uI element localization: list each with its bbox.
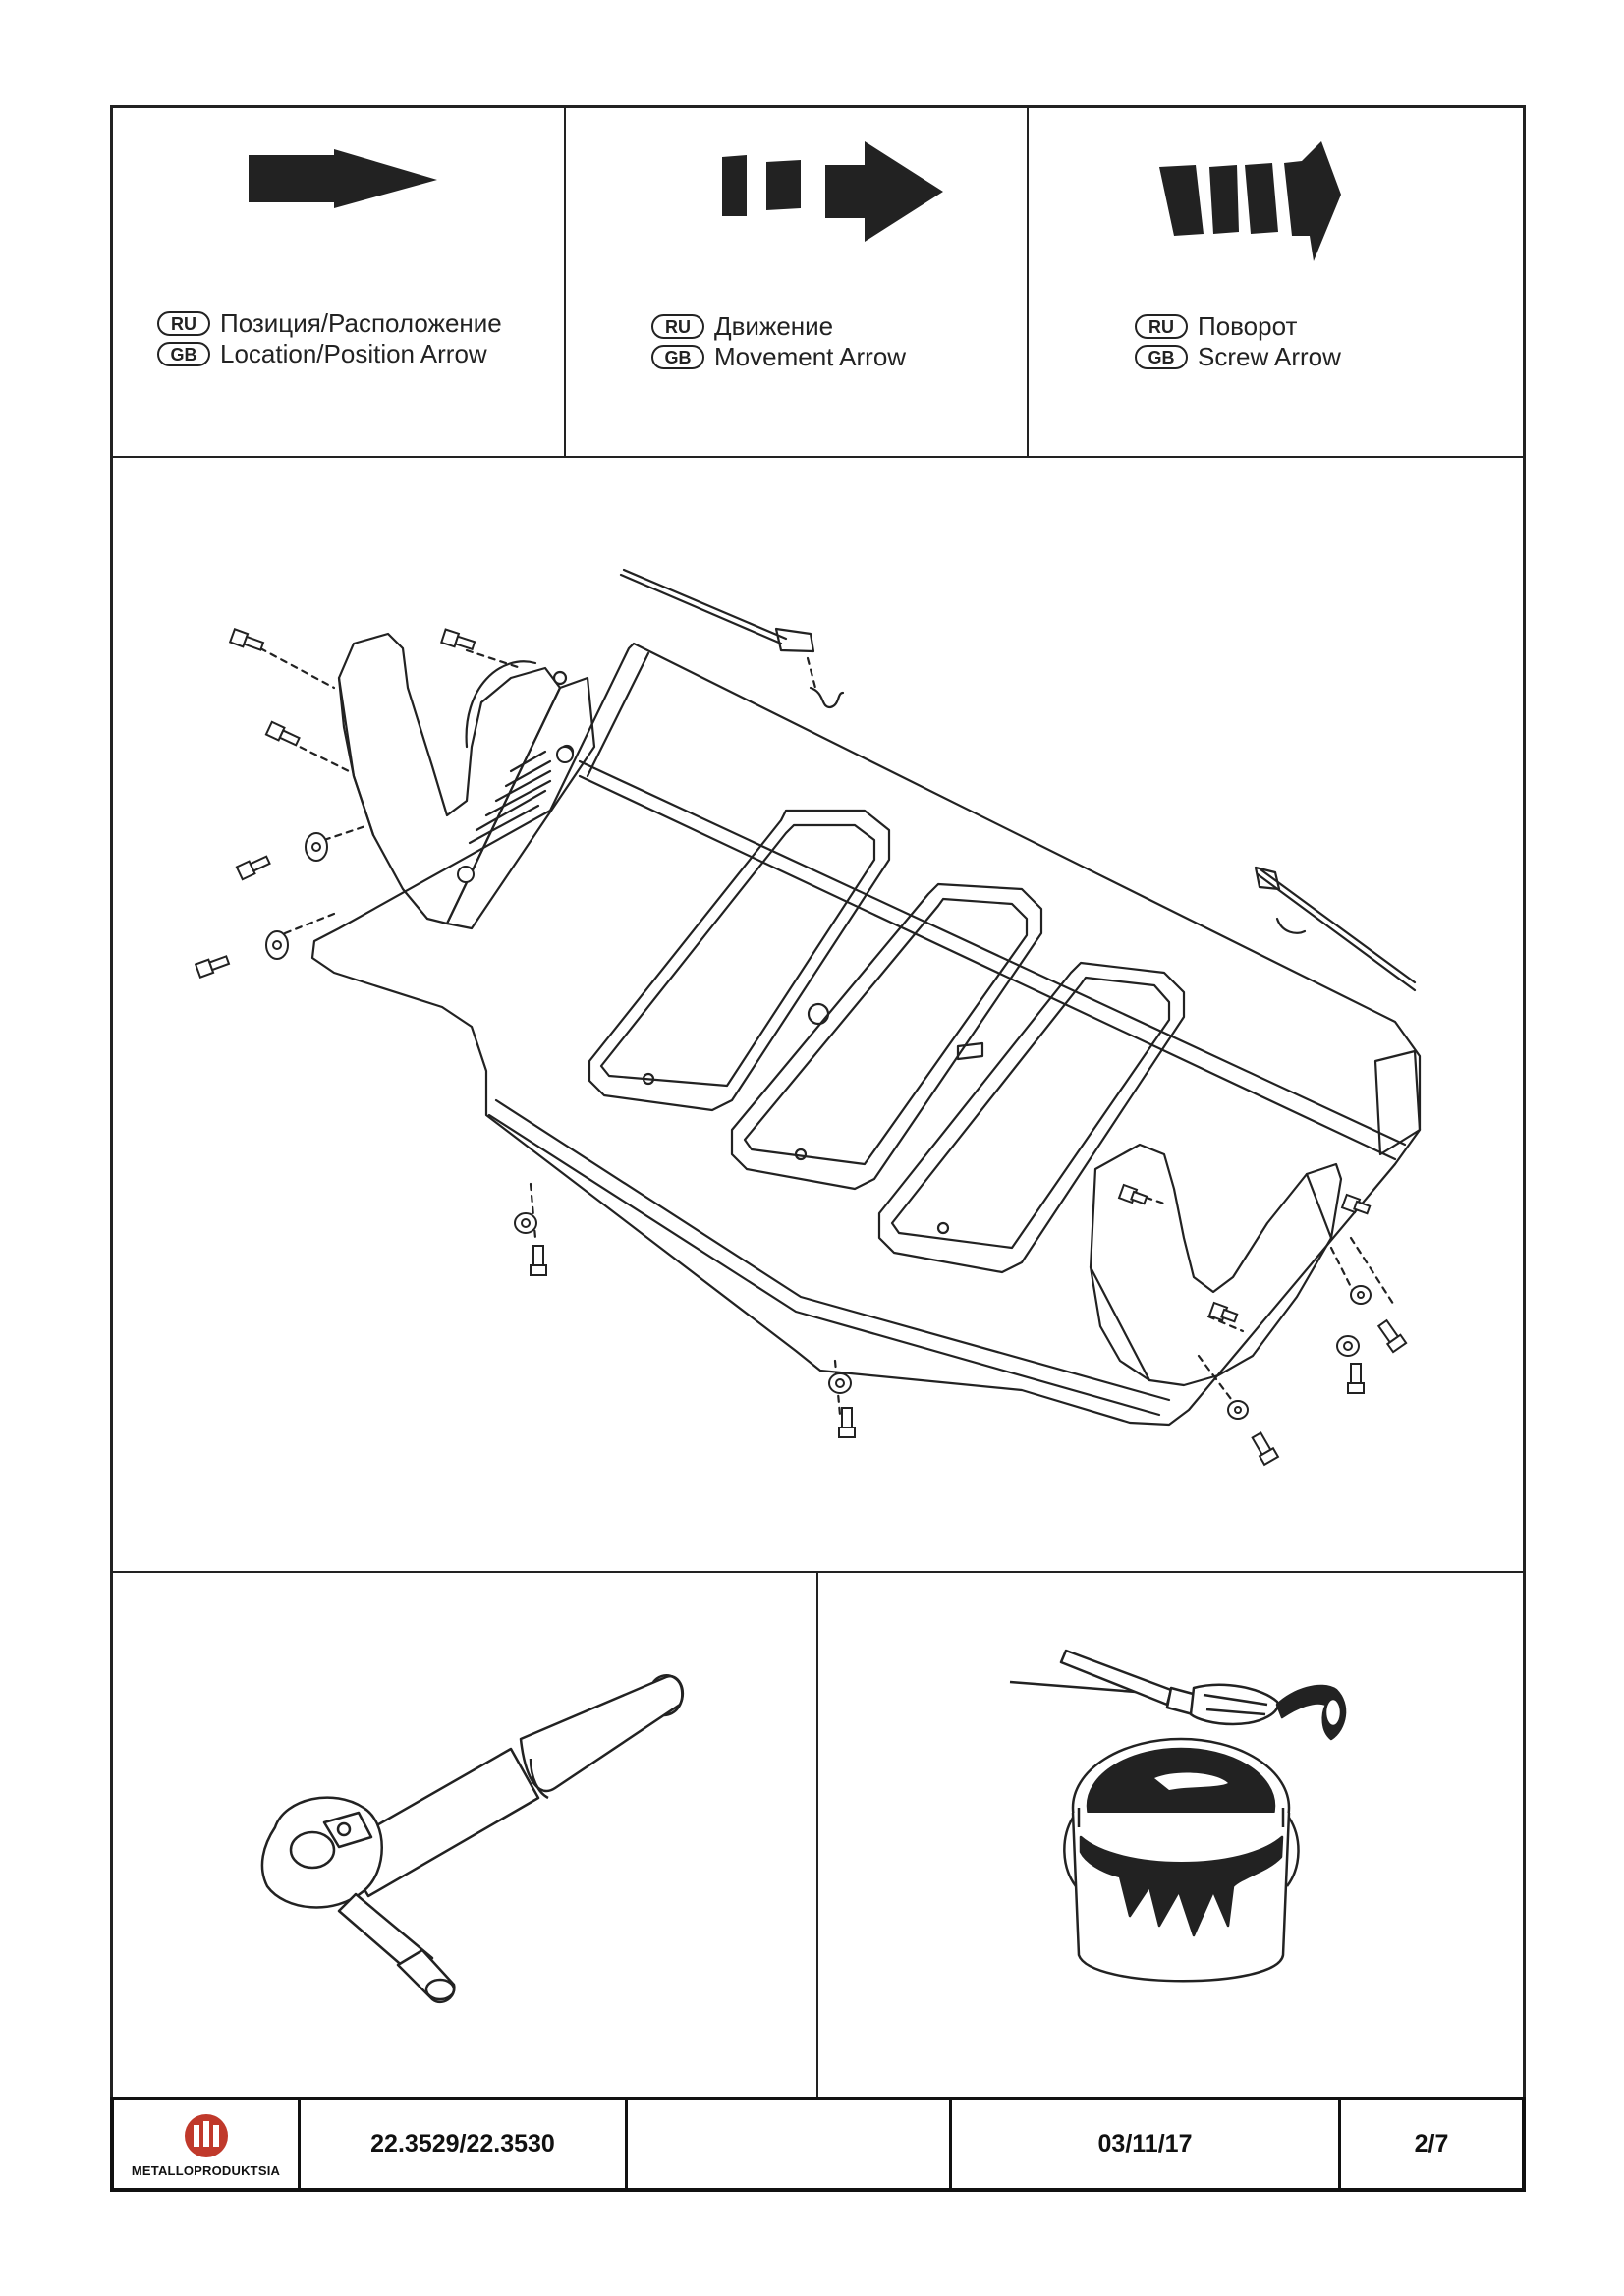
movement-arrow-icon	[722, 141, 943, 242]
metalloproduktsia-logo-icon	[184, 2113, 228, 2157]
ratchet-wrench-icon	[260, 1674, 685, 2004]
divider-legend-2	[1027, 105, 1029, 458]
gb-badge: GB	[1135, 345, 1188, 369]
title-block: METALLOPRODUKTSIA 22.3529/22.3530 03/11/…	[110, 2097, 1526, 2192]
date: 03/11/17	[952, 2100, 1341, 2188]
legend-gb-text: Location/Position Arrow	[220, 339, 487, 368]
divider-legend-1	[564, 105, 566, 458]
ru-badge: RU	[1135, 314, 1188, 339]
legend-gb-text: Screw Arrow	[1198, 342, 1341, 371]
legend-ru-text: Поворот	[1198, 311, 1298, 341]
legend-gb-text: Movement Arrow	[714, 342, 907, 371]
gb-badge: GB	[157, 342, 210, 366]
paint-can-brush-icon	[1009, 1649, 1347, 1983]
skid-plate-exploded-assembly	[194, 568, 1422, 1467]
gb-badge: GB	[651, 345, 704, 369]
part-number: 22.3529/22.3530	[301, 2100, 628, 2188]
page-number: 2/7	[1414, 2130, 1449, 2157]
legend-screw: RU Поворот GB Screw Arrow	[1135, 311, 1341, 372]
divider-bottom	[816, 1571, 818, 2099]
legend-location: RU Позиция/Расположение GB Location/Posi…	[157, 308, 502, 369]
legend-ru-text: Позиция/Расположение	[220, 308, 502, 338]
ru-badge: RU	[157, 311, 210, 336]
divider-top	[110, 456, 1526, 458]
legend-movement: RU Движение GB Movement Arrow	[651, 311, 906, 372]
blank-cell	[628, 2100, 952, 2188]
legend-ru-text: Движение	[714, 311, 834, 341]
location-arrow-icon	[249, 149, 437, 208]
logo-text: METALLOPRODUKTSIA	[131, 2162, 281, 2178]
ru-badge: RU	[651, 314, 704, 339]
logo-cell: METALLOPRODUKTSIA	[114, 2100, 301, 2188]
screw-arrow-icon	[1159, 141, 1341, 261]
